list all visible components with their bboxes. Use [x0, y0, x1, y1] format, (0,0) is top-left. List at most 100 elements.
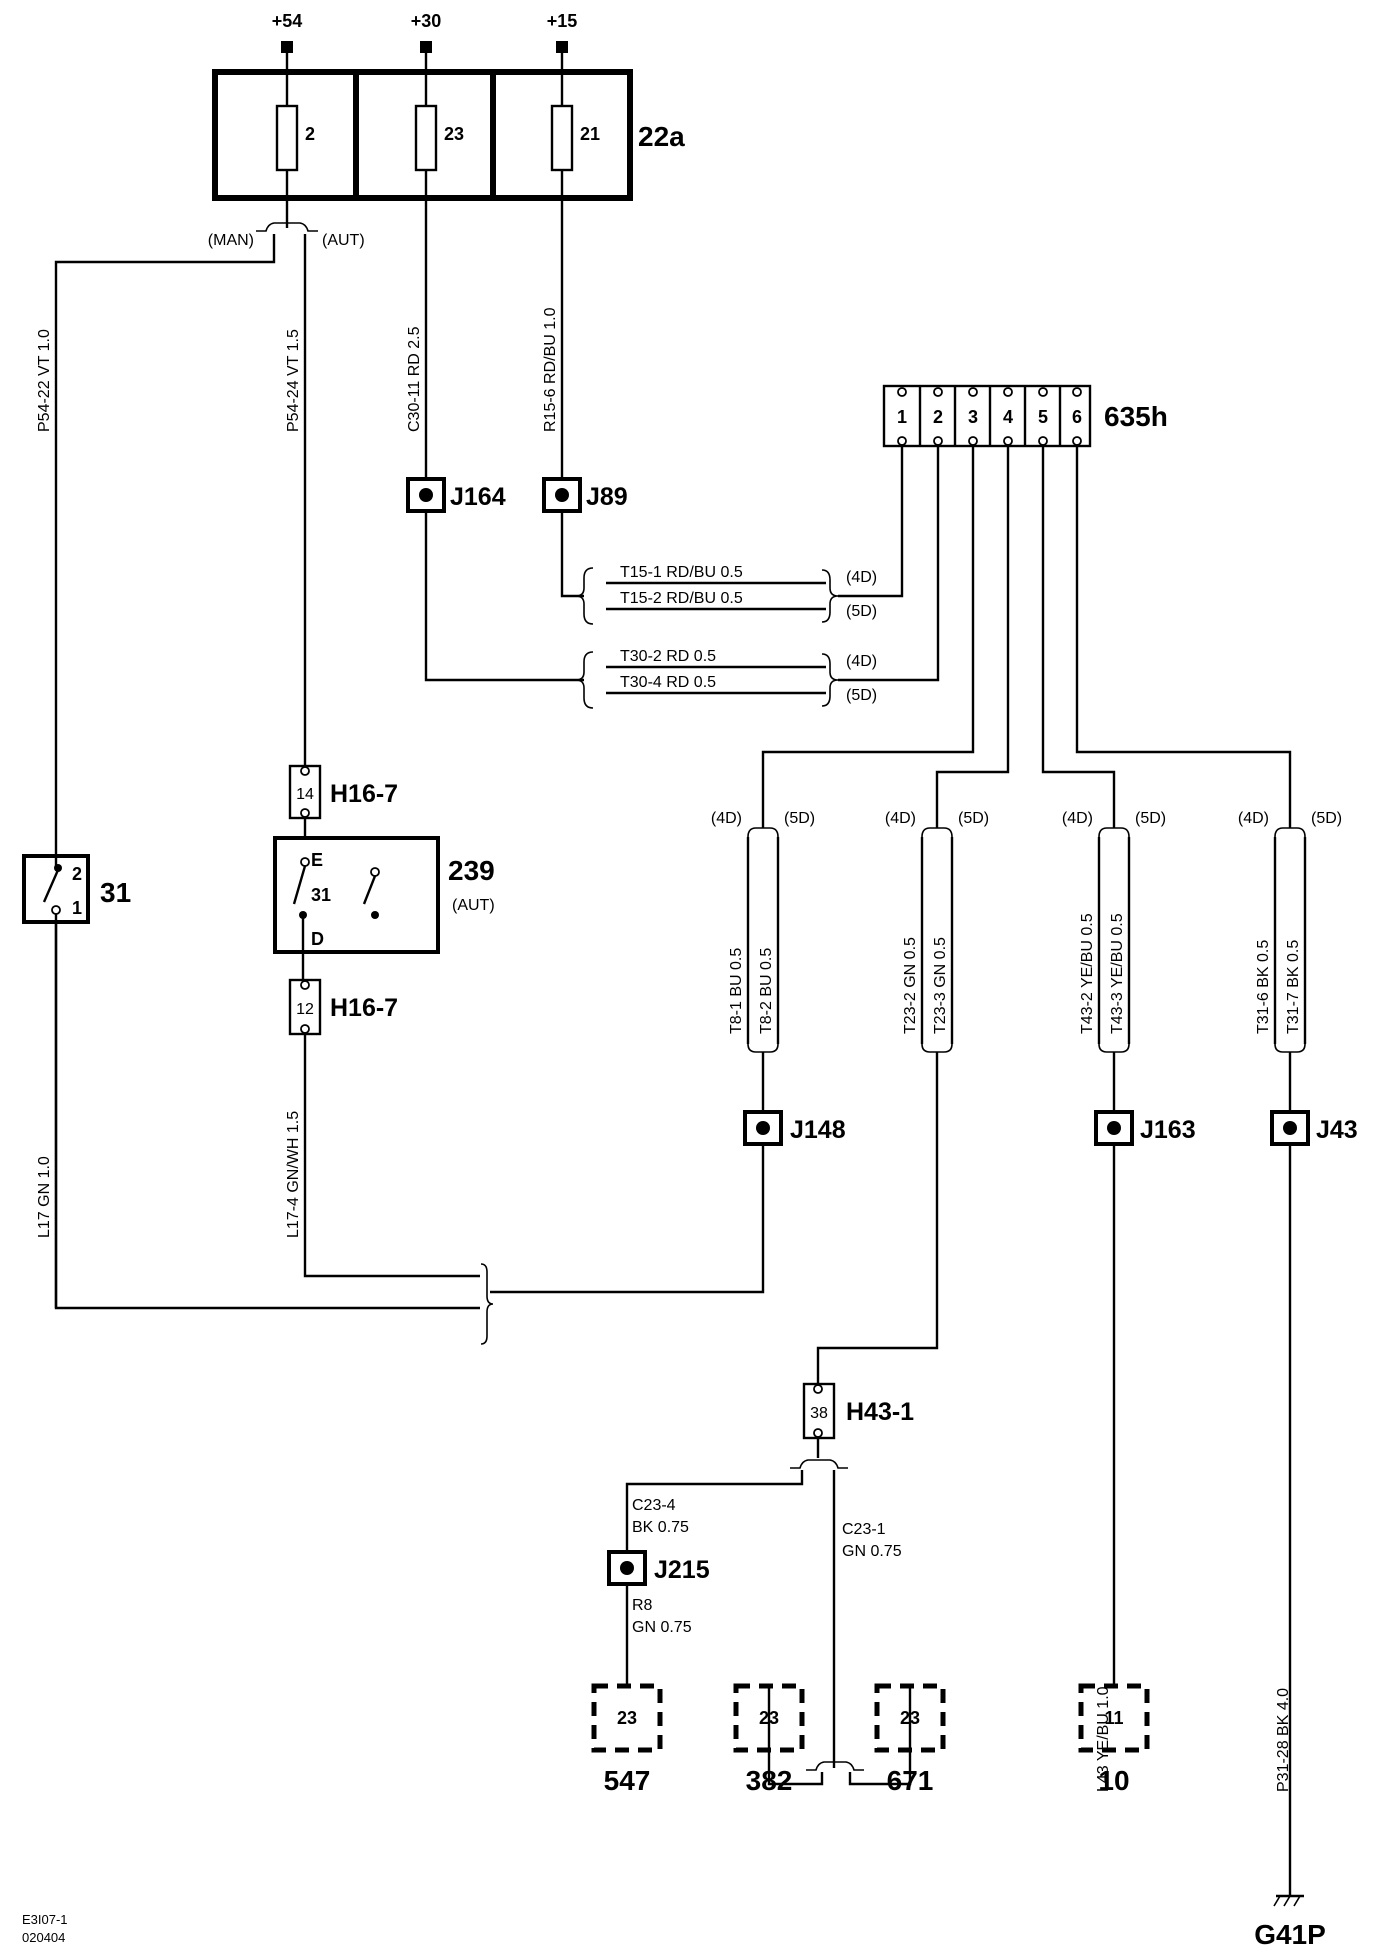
harness-t15-variant-5d: (5D) [846, 603, 877, 620]
connector-635h-pin-1: 1 [897, 407, 907, 427]
fuse-21-number: 21 [580, 124, 600, 144]
wire-c30-11-label: C30-11 RD 2.5 [406, 326, 423, 432]
fuse-21 [550, 104, 574, 172]
branch-t43-wire-1: T43-2 YE/BU 0.5 [1079, 913, 1096, 1034]
component-10-pin: 11 [1104, 1708, 1123, 1728]
connector-635h-pin-3: 3 [968, 407, 978, 427]
document-code: E3I07-1 020404 [22, 1912, 68, 1945]
branch-t8-variant-4d: (4D) [711, 810, 742, 827]
branch-t43-variant-5d: (5D) [1135, 810, 1166, 827]
component-671-id: 671 [887, 1765, 934, 1796]
wire-r8-spec: GN 0.75 [632, 1619, 692, 1636]
wire-c23-1-spec: GN 0.75 [842, 1543, 902, 1560]
splice-j215-label: J215 [654, 1556, 710, 1584]
branch-t8-wire-1: T8-1 BU 0.5 [728, 948, 745, 1034]
relay-239: E 31 D 239 (AUT) [273, 818, 495, 980]
wire-l17-label: L17 GN 1.0 [36, 1156, 53, 1238]
splice-j215: J215 [607, 1550, 710, 1586]
connector-h43-1-id: H43-1 [846, 1398, 914, 1426]
branch-t31-wire-2: T31-7 BK 0.5 [1285, 940, 1302, 1034]
fuse-23 [414, 104, 438, 172]
branch-t8-variant-5d: (5D) [784, 810, 815, 827]
vertical-wire-labels: P54-22 VT 1.0 P54-24 VT 1.5 C30-11 RD 2.… [36, 307, 1292, 1792]
fuse-23-number: 23 [444, 124, 464, 144]
branch-t43-variant-4d: (4D) [1062, 810, 1093, 827]
connector-635h-id: 635h [1104, 401, 1168, 432]
relay-239-id: 239 [448, 855, 495, 886]
branch-t23-variant-5d: (5D) [958, 810, 989, 827]
wire-p54-24-label: P54-24 VT 1.5 [285, 329, 302, 432]
branch-t8-wire-2: T8-2 BU 0.5 [758, 948, 775, 1034]
branch-t23-wire-1: T23-2 GN 0.5 [902, 937, 919, 1034]
switch-31-id: 31 [100, 877, 131, 908]
branch-t31: (4D) (5D) T31-6 BK 0.5 T31-7 BK 0.5 [1238, 810, 1342, 1112]
component-382-pin: 23 [759, 1708, 779, 1728]
component-382: 23 382 [733, 1683, 805, 1796]
component-547: 23 547 [591, 1683, 663, 1796]
connector-635h-pin-2: 2 [933, 407, 943, 427]
branch-t43: (4D) (5D) T43-2 YE/BU 0.5 T43-3 YE/BU 0.… [1062, 810, 1166, 1112]
wire-c23-1-label: C23-1 [842, 1521, 886, 1538]
relay-239-pin-d: D [311, 929, 324, 949]
splice-j164: J164 [406, 477, 506, 513]
document-code-line-1: E3I07-1 [22, 1912, 68, 1927]
connector-635h-pin-6: 6 [1072, 407, 1082, 427]
splice-j43: J43 [1270, 1110, 1358, 1146]
component-547-id: 547 [604, 1765, 651, 1796]
component-547-pin: 23 [617, 1708, 637, 1728]
fuse-2 [275, 104, 299, 172]
terminal-plus30-label: +30 [411, 11, 442, 31]
component-10-id: 10 [1098, 1765, 1129, 1796]
variant-man-label: (MAN) [208, 232, 254, 249]
connector-h16-7-pin14: 14 H16-7 [288, 764, 398, 820]
component-671: 23 671 [874, 1683, 946, 1796]
branch-t31-variant-5d: (5D) [1311, 810, 1342, 827]
branch-t8: (4D) (5D) T8-1 BU 0.5 T8-2 BU 0.5 [711, 810, 815, 1112]
terminal-plus54-label: +54 [272, 11, 303, 31]
splice-j148-label: J148 [790, 1116, 846, 1144]
splice-j148: J148 [743, 1110, 846, 1146]
relay-239-pin-31: 31 [311, 885, 331, 905]
connector-635h: 1 2 3 4 5 6 635h [882, 384, 1168, 448]
splice-j43-label: J43 [1316, 1116, 1358, 1144]
ground-g41p: G41P [1254, 1894, 1326, 1950]
branch-t31-wire-1: T31-6 BK 0.5 [1255, 940, 1272, 1034]
wire-p54-22-label: P54-22 VT 1.0 [36, 329, 53, 432]
variant-aut-label: (AUT) [322, 232, 365, 249]
relay-239-variant: (AUT) [452, 897, 495, 914]
component-671-pin: 23 [900, 1708, 920, 1728]
branch-t23-variant-4d: (4D) [885, 810, 916, 827]
harness-t30-variant-5d: (5D) [846, 687, 877, 704]
wire-l43-label: L43 YE/BU 1.0 [1095, 1686, 1112, 1792]
harness-t30-variant-4d: (4D) [846, 653, 877, 670]
branch-t23: (4D) (5D) T23-2 GN 0.5 T23-3 GN 0.5 [885, 810, 989, 1053]
wire-c23-4-label: C23-4 [632, 1497, 676, 1514]
wire-r8-label: R8 [632, 1597, 653, 1614]
switch-31: 2 1 31 [22, 840, 131, 924]
branch-t31-variant-4d: (4D) [1238, 810, 1269, 827]
fuse-2-number: 2 [305, 124, 315, 144]
splice-j89: J89 [542, 477, 628, 513]
connector-h16-7-pin12-number: 12 [296, 1001, 314, 1018]
branch-t43-wire-2: T43-3 YE/BU 0.5 [1109, 913, 1126, 1034]
harness-t15-top-label: T15-1 RD/BU 0.5 [620, 564, 743, 581]
harness-t15-bottom-label: T15-2 RD/BU 0.5 [620, 590, 743, 607]
splice-j164-label: J164 [450, 483, 506, 511]
supply-terminals: +54 +30 +15 [272, 11, 578, 72]
connector-h43-1: 38 H43-1 [802, 1382, 914, 1440]
harness-t30-bottom-label: T30-4 RD 0.5 [620, 674, 716, 691]
branch-t23-wire-2: T23-3 GN 0.5 [932, 937, 949, 1034]
wire-c23-4-spec: BK 0.75 [632, 1519, 689, 1536]
wire-l17-4-label: L17-4 GN/WH 1.5 [285, 1111, 302, 1238]
wire-p31-28-label: P31-28 BK 4.0 [1275, 1688, 1292, 1792]
splice-j163: J163 [1094, 1110, 1196, 1146]
connector-h43-1-pin-number: 38 [810, 1405, 828, 1422]
harness-t30-top-label: T30-2 RD 0.5 [620, 648, 716, 665]
component-10: 11 10 [1078, 1683, 1150, 1796]
terminal-plus15-label: +15 [547, 11, 578, 31]
component-382-id: 382 [746, 1765, 793, 1796]
splice-j163-label: J163 [1140, 1116, 1196, 1144]
connector-h16-7-pin12: 12 H16-7 [288, 978, 398, 1036]
harness-t15: T15-1 RD/BU 0.5 T15-2 RD/BU 0.5 (4D) (5D… [575, 564, 877, 625]
